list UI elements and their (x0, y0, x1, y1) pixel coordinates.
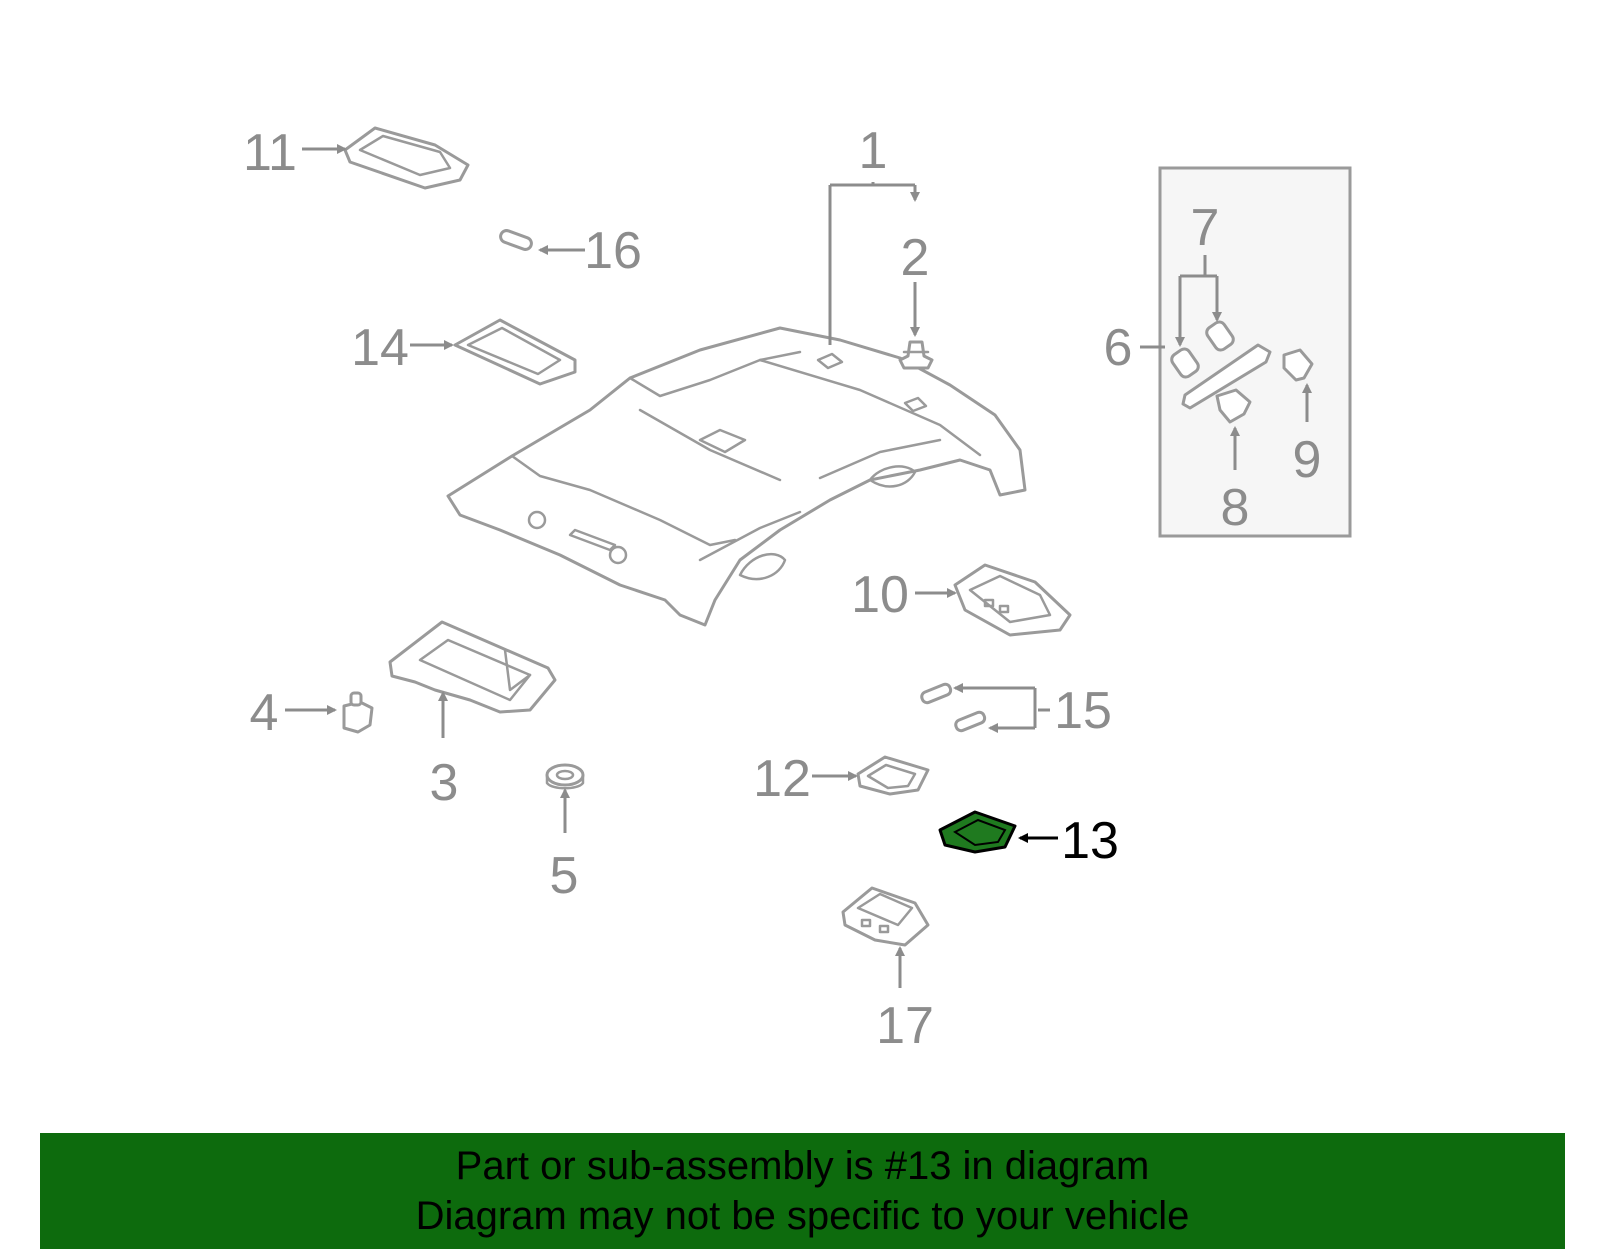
callout-10: 10 (851, 566, 909, 624)
callout-15: 15 (1054, 682, 1112, 740)
callout-16: 16 (584, 222, 642, 280)
callout-14: 14 (351, 319, 409, 377)
callout-3: 3 (430, 754, 459, 812)
clip-part-2[interactable] (898, 340, 934, 370)
callout-4: 4 (250, 684, 279, 742)
visor-clip-part-4[interactable] (342, 691, 374, 734)
dome-lamp-part[interactable] (343, 126, 470, 190)
callout-1: 1 (859, 122, 888, 180)
sunroof-seal-part[interactable] (453, 318, 577, 386)
clip-part-9[interactable] (1282, 348, 1314, 382)
lens-part-13-highlighted[interactable] (938, 810, 1017, 854)
callout-13: 13 (1061, 812, 1119, 870)
lens-part-12[interactable] (856, 755, 930, 796)
bulb-part-16[interactable] (499, 229, 533, 251)
screw-part-8[interactable] (1215, 388, 1252, 424)
banner-line-disclaimer: Diagram may not be specific to your vehi… (415, 1194, 1190, 1238)
callout-2: 2 (901, 229, 930, 287)
bulb-part-15b[interactable] (954, 710, 987, 733)
info-banner: Part or sub-assembly is #13 in diagram D… (40, 1133, 1565, 1249)
callout-11: 11 (243, 124, 297, 182)
grab-handle-part-6[interactable] (1181, 343, 1272, 410)
callout-5: 5 (550, 847, 579, 905)
callout-12: 12 (753, 750, 811, 808)
callout-6: 6 (1104, 319, 1133, 377)
lamp-housing-part-17[interactable] (841, 886, 930, 947)
callout-17: 17 (876, 997, 934, 1055)
callout-9: 9 (1293, 431, 1322, 489)
cap-part-7a[interactable] (1169, 347, 1200, 380)
leader-lines (285, 144, 1312, 988)
callout-7: 7 (1191, 199, 1220, 257)
headliner-part[interactable] (446, 326, 1027, 627)
cap-part-7b[interactable] (1204, 320, 1235, 353)
grommet-part-5[interactable] (545, 763, 585, 790)
bulb-part-15a[interactable] (920, 682, 953, 705)
callout-8: 8 (1221, 479, 1250, 537)
banner-line-part-number: Part or sub-assembly is #13 in diagram (455, 1144, 1150, 1188)
map-lamp-part[interactable] (953, 563, 1072, 637)
sun-visor-part[interactable] (388, 620, 557, 714)
